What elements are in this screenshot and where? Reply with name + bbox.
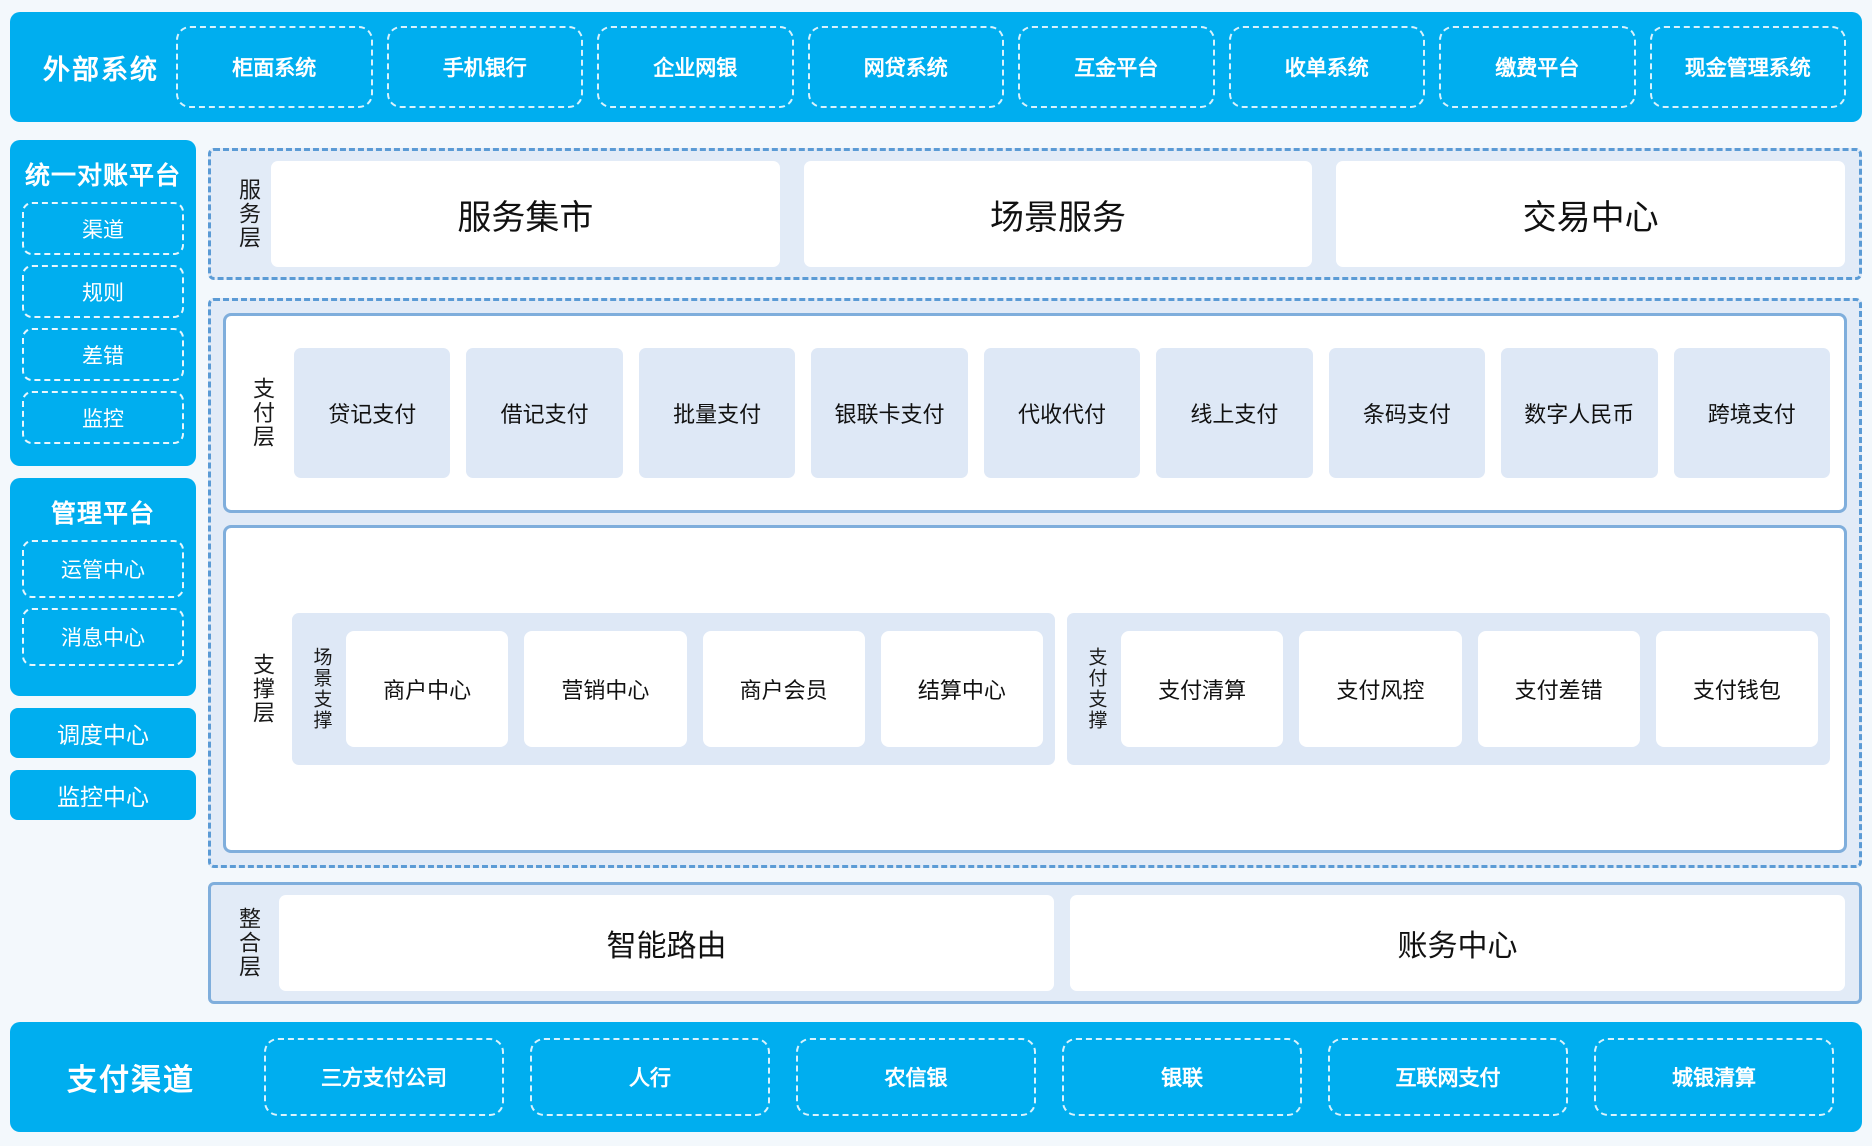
integration-layer-label: 整合层 <box>236 907 261 979</box>
service-layer-items: 服务集市 场景服务 交易中心 <box>271 161 1846 267</box>
support-group-scenario-items: 商户中心 营销中心 商户会员 结算中心 <box>338 631 1043 747</box>
sidebar-item-channel[interactable]: 渠道 <box>22 202 184 255</box>
payment-channel-chip[interactable]: 银联 <box>1062 1038 1302 1116</box>
payment-tile-barcode[interactable]: 条码支付 <box>1328 348 1486 478</box>
payment-tile-batch[interactable]: 批量支付 <box>638 348 796 478</box>
support-tile-settlement-center[interactable]: 结算中心 <box>880 631 1043 747</box>
external-system-chip[interactable]: 缴费平台 <box>1439 26 1636 108</box>
sidebar-panel-management: 管理平台 运管中心 消息中心 <box>10 478 196 696</box>
payment-tile-debit[interactable]: 借记支付 <box>466 348 623 478</box>
support-tile-merchant-member[interactable]: 商户会员 <box>702 631 865 747</box>
payment-tile-online[interactable]: 线上支付 <box>1156 348 1313 478</box>
sidebar-item-message-center[interactable]: 消息中心 <box>22 608 184 666</box>
sidebar-item-operations-center[interactable]: 运管中心 <box>22 540 184 598</box>
external-system-chip[interactable]: 手机银行 <box>386 26 583 108</box>
sidebar-item-monitor[interactable]: 监控 <box>22 391 184 444</box>
support-tile-marketing-center[interactable]: 营销中心 <box>524 631 687 747</box>
support-tile-merchant-center[interactable]: 商户中心 <box>346 631 509 747</box>
sidebar-item-rule[interactable]: 规则 <box>22 265 184 318</box>
service-card-scenario[interactable]: 场景服务 <box>803 161 1313 267</box>
support-layer: 支撑层 场景支撑 商户中心 营销中心 商户会员 结算中心 支付支撑 <box>223 525 1847 853</box>
payment-channel-chip[interactable]: 人行 <box>530 1038 770 1116</box>
external-systems-title: 外部系统 <box>43 54 159 85</box>
payment-and-support-container: 支付层 贷记支付 借记支付 批量支付 银联卡支付 代收代付 线上支付 条码支付 … <box>208 298 1862 868</box>
payment-layer-items: 贷记支付 借记支付 批量支付 银联卡支付 代收代付 线上支付 条码支付 数字人民… <box>284 348 1830 478</box>
external-system-chip[interactable]: 企业网银 <box>597 26 794 108</box>
external-system-chip[interactable]: 互金平台 <box>1018 26 1215 108</box>
external-systems-band: 外部系统 柜面系统 手机银行 企业网银 网贷系统 互金平台 收单系统 缴费平台 … <box>10 12 1862 122</box>
integration-layer: 整合层 智能路由 账务中心 <box>208 882 1862 1004</box>
payment-channel-chip[interactable]: 城银清算 <box>1594 1038 1834 1116</box>
external-system-chip[interactable]: 现金管理系统 <box>1649 26 1846 108</box>
payment-channel-chip[interactable]: 农信银 <box>796 1038 1036 1116</box>
external-system-chip[interactable]: 柜面系统 <box>176 26 373 108</box>
payment-channel-chip[interactable]: 三方支付公司 <box>264 1038 504 1116</box>
payment-tile-collection-payment[interactable]: 代收代付 <box>983 348 1141 478</box>
support-group-payment-label: 支付支撑 <box>1085 647 1107 731</box>
sidebar-item-monitoring-center[interactable]: 监控中心 <box>10 770 196 820</box>
sidebar-item-scheduling-center[interactable]: 调度中心 <box>10 708 196 758</box>
sidebar-panel-title: 管理平台 <box>50 500 155 528</box>
payment-layer-label: 支付层 <box>250 377 275 449</box>
integration-card-smart-routing[interactable]: 智能路由 <box>279 895 1054 991</box>
payment-channel-chip[interactable]: 互联网支付 <box>1328 1038 1568 1116</box>
integration-layer-items: 智能路由 账务中心 <box>271 895 1845 991</box>
payment-tile-cross-border[interactable]: 跨境支付 <box>1673 348 1830 478</box>
support-group-payment-items: 支付清算 支付风控 支付差错 支付钱包 <box>1113 631 1818 747</box>
support-layer-groups: 场景支撑 商户中心 营销中心 商户会员 结算中心 支付支撑 支付清算 支付风控 <box>284 613 1830 765</box>
payment-tile-digital-rmb[interactable]: 数字人民币 <box>1501 348 1658 478</box>
support-group-scenario-label: 场景支撑 <box>310 647 332 731</box>
external-system-chip[interactable]: 收单系统 <box>1228 26 1425 108</box>
support-tile-payment-wallet[interactable]: 支付钱包 <box>1655 631 1818 747</box>
support-group-scenario: 场景支撑 商户中心 营销中心 商户会员 结算中心 <box>292 613 1055 765</box>
service-layer-label: 服务层 <box>236 178 261 250</box>
service-card-market[interactable]: 服务集市 <box>271 161 780 267</box>
payment-channels-list: 三方支付公司 人行 农信银 银联 互联网支付 城银清算 <box>236 1022 1846 1132</box>
support-group-payment: 支付支撑 支付清算 支付风控 支付差错 支付钱包 <box>1067 613 1830 765</box>
sidebar: 统一对账平台 渠道 规则 差错 监控 管理平台 运管中心 消息中心 调度中心 监… <box>10 140 196 820</box>
external-systems-list: 柜面系统 手机银行 企业网银 网贷系统 互金平台 收单系统 缴费平台 现金管理系… <box>176 12 1846 122</box>
payment-channels-title: 支付渠道 <box>67 1064 195 1097</box>
payment-channels-band: 支付渠道 三方支付公司 人行 农信银 银联 互联网支付 城银清算 <box>10 1022 1862 1132</box>
external-system-chip[interactable]: 网贷系统 <box>807 26 1004 108</box>
support-tile-payment-risk-control[interactable]: 支付风控 <box>1299 631 1462 747</box>
sidebar-item-discrepancy[interactable]: 差错 <box>22 328 184 381</box>
support-layer-label: 支撑层 <box>250 653 275 725</box>
payment-tile-credit[interactable]: 贷记支付 <box>294 348 451 478</box>
sidebar-panel-title: 统一对账平台 <box>24 162 181 190</box>
sidebar-panel-reconciliation: 统一对账平台 渠道 规则 差错 监控 <box>10 140 196 466</box>
support-tile-payment-clearing[interactable]: 支付清算 <box>1121 631 1284 747</box>
support-tile-payment-discrepancy[interactable]: 支付差错 <box>1477 631 1640 747</box>
integration-card-accounting-center[interactable]: 账务中心 <box>1070 895 1845 991</box>
main-layers: 服务层 服务集市 场景服务 交易中心 支付层 贷记支付 借记支付 批量支付 银联… <box>208 140 1862 1012</box>
payment-tile-unionpay-card[interactable]: 银联卡支付 <box>811 348 968 478</box>
service-card-transaction-center[interactable]: 交易中心 <box>1336 161 1846 267</box>
service-layer: 服务层 服务集市 场景服务 交易中心 <box>208 148 1862 280</box>
payment-layer: 支付层 贷记支付 借记支付 批量支付 银联卡支付 代收代付 线上支付 条码支付 … <box>223 313 1847 513</box>
